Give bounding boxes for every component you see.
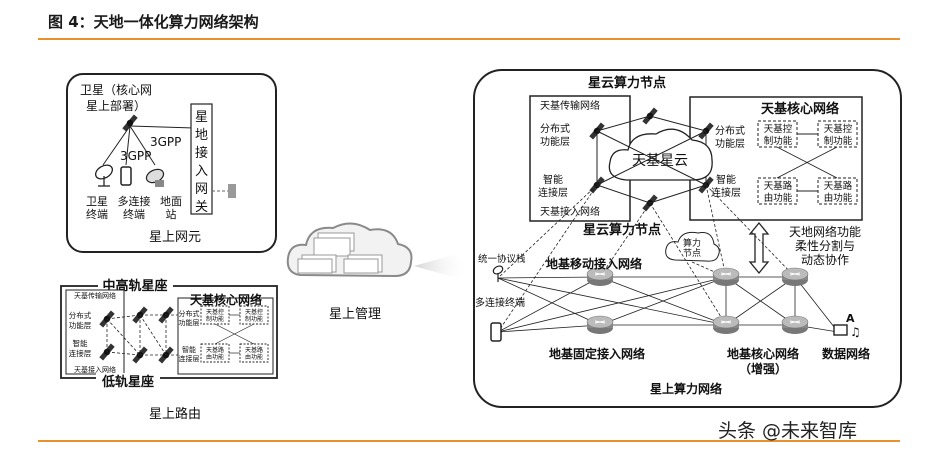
phone-icon <box>490 322 502 342</box>
smart-layer-label-b: 智能连接层 <box>711 173 741 199</box>
smart-layer-label: 智能连接层 <box>538 173 568 199</box>
core-box-routing-a: 天基路由功能 <box>206 346 224 361</box>
svg-text:♫: ♫ <box>850 325 861 339</box>
access-network-label: 天基接入网络 <box>540 205 600 218</box>
watermark: 头条 @未来智库 <box>718 420 858 442</box>
transport-network-label: 天基传输网络 <box>74 291 116 300</box>
space-cloud-label: 天基星云 <box>632 152 688 169</box>
terminal-label-satellite: 卫星终端 <box>86 195 108 221</box>
core-box-control-a: 天基控制功能 <box>206 308 224 323</box>
protocol-label-a: 3GPP <box>150 135 181 149</box>
core-network-title: 天基核心网络 <box>761 101 839 117</box>
distributed-layer-label: 分布式功能层 <box>69 310 92 330</box>
unified-protocol-label: 统一协议栈 <box>478 253 526 265</box>
protocol-label-b: 3GPP <box>120 149 151 163</box>
core-box-control-b: 天基控制功能 <box>245 308 263 323</box>
distributed-layer-label-b: 分布式功能层 <box>715 124 745 150</box>
phone-icon <box>120 166 132 186</box>
radial-connector <box>414 250 470 282</box>
router-icon <box>712 267 740 287</box>
double-arrow-icon <box>748 221 770 275</box>
onboard-routing-panel: 中高轨星座 天基传输网络 分布式功能层 智能连接层 天基接入网络 天基核心网络 … <box>60 278 278 422</box>
core-box-control-b: 天基控制功能 <box>824 123 853 147</box>
access-network-label: 天基接入网络 <box>74 365 116 374</box>
ground-mobile-access-label: 地基移动接入网络 <box>546 256 642 271</box>
top-divider <box>38 38 900 40</box>
router-icon <box>586 315 614 335</box>
data-network-label: 数据网络 <box>822 346 870 361</box>
satellite-core-label: 卫星（核心网 星上部署） <box>80 83 156 113</box>
compute-node-label: 算力节点 <box>683 237 701 259</box>
core-box-routing-b: 天基路由功能 <box>245 346 263 361</box>
gateway-label: 星地接入网关 <box>195 110 208 215</box>
transport-network-label: 天基传输网络 <box>540 99 600 112</box>
flexible-split-label: 天地网络功能柔性分割与动态协作 <box>789 224 861 267</box>
distributed-layer-label: 分布式功能层 <box>179 309 200 327</box>
router-icon <box>781 315 809 335</box>
core-network-title: 天基核心网络 <box>190 292 262 307</box>
satellite-computing-network-panel: 星云算力节点 天基传输网络 分布式功能层 智能连接层 天基接入网络 天基核心网络… <box>473 69 902 408</box>
cloud-node-title-bottom: 星云算力节点 <box>583 222 661 238</box>
distributed-layer-label: 分布式功能层 <box>540 122 570 148</box>
bottom-divider <box>38 440 900 442</box>
cloud-node-title-top: 星云算力节点 <box>588 75 666 91</box>
terminal-label-ground: 地面站 <box>160 195 182 221</box>
satellite-computing-network-caption: 星上算力网络 <box>650 381 722 396</box>
space-cloud-icon <box>608 128 713 181</box>
gateway-box <box>190 103 213 215</box>
onboard-ne-caption: 星上网元 <box>149 230 201 245</box>
figure-title: 图 4：天地一体化算力网络架构 <box>48 13 259 31</box>
ground-core-network-label: 地基核心网络（增强） <box>727 346 799 376</box>
onboard-management-caption: 星上管理 <box>329 307 381 322</box>
core-box-control-a: 天基控制功能 <box>764 123 793 147</box>
router-icon <box>712 315 740 335</box>
core-box-routing-a: 天基路由功能 <box>764 180 793 204</box>
onboard-routing-caption: 星上路由 <box>149 406 201 422</box>
leo-constellation-title: 低轨星座 <box>101 374 154 390</box>
router-icon <box>781 267 809 287</box>
gateway-device-icon <box>228 184 236 198</box>
core-box-routing-b: 天基路由功能 <box>824 180 853 204</box>
svg-text:A: A <box>846 312 855 325</box>
antenna-icon <box>492 265 504 282</box>
ground-fixed-access-label: 地基固定接入网络 <box>549 346 645 361</box>
satellite-dish-icon <box>94 164 114 187</box>
onboard-management-group: 星上管理 <box>286 222 470 322</box>
data-network-icon: A ♫ <box>833 312 861 339</box>
compute-node-cloud-icon <box>665 231 720 262</box>
multi-connection-terminal-label: 多连接终端 <box>475 296 525 309</box>
terminal-label-multi: 多连接终端 <box>118 194 151 221</box>
ground-station-icon <box>145 168 165 187</box>
smart-layer-label: 智能连接层 <box>69 338 92 358</box>
onboard-ne-panel: 卫星（核心网 星上部署） 3GPP 3GPP 星地接入网关 卫星终端 多连接终端… <box>66 73 277 253</box>
smart-layer-label: 智能连接层 <box>179 345 200 363</box>
